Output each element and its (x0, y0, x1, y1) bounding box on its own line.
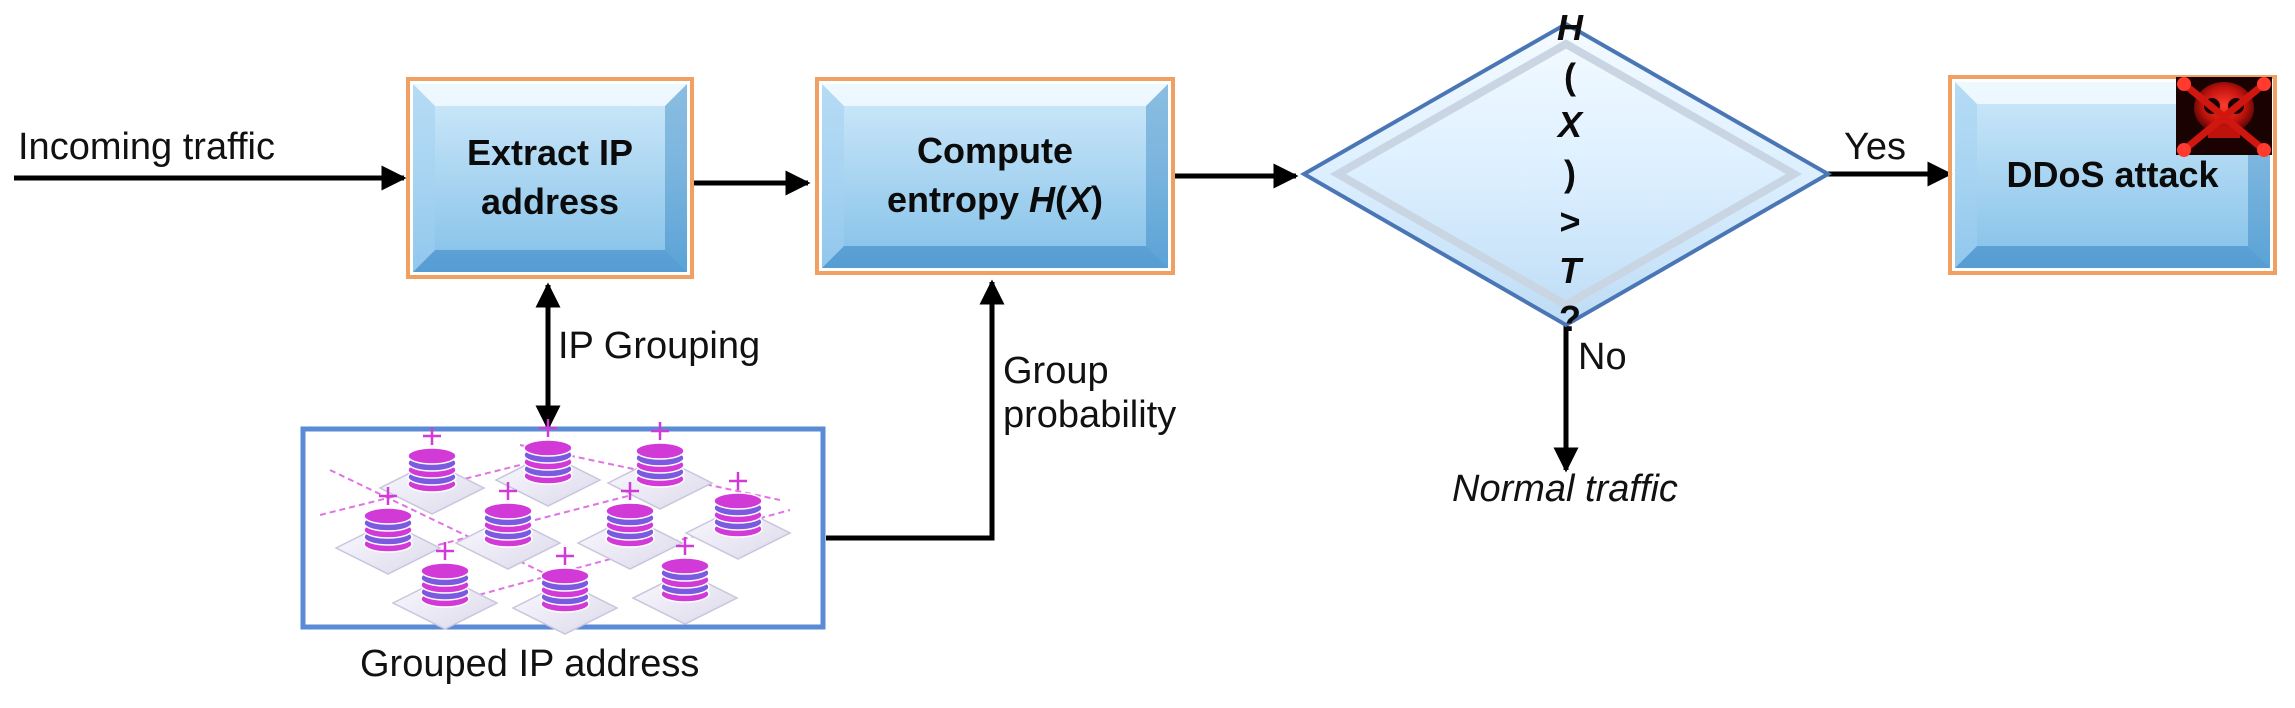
entropy-line2-prefix: entropy (886, 179, 1029, 220)
group-probability-label: Group probability (1003, 350, 1176, 437)
server-icon (378, 427, 486, 515)
compute-entropy-line2: entropy H(X) (887, 176, 1103, 225)
decision-x: X (1557, 104, 1582, 146)
server-icon (631, 537, 739, 625)
decision-close: ) (1564, 152, 1576, 194)
server-icon (576, 482, 684, 570)
grouped-ip-address-label: Grouped IP address (360, 643, 700, 685)
extract-ip-box-text: Extract IP address (435, 106, 665, 250)
ddos-attack-box (1948, 75, 2277, 275)
server-icon (606, 422, 714, 510)
ddos-attack-label: DDoS attack (2006, 153, 2219, 195)
incoming-traffic-label: Incoming traffic (18, 126, 275, 168)
grouped-ip-illustration (300, 419, 826, 635)
skull-icon (2176, 77, 2272, 157)
entropy-symbol-h: H (1029, 179, 1055, 220)
entropy-paren-open: ( (1055, 179, 1067, 220)
entropy-paren-close: ) (1091, 179, 1104, 220)
group-probability-line2: probability (1003, 393, 1177, 436)
compute-entropy-box (815, 77, 1175, 275)
compute-entropy-line1: Compute (917, 130, 1073, 172)
server-icon (511, 547, 619, 635)
decision-condition-text: H ( X) > T ? (1420, 7, 1720, 340)
normal-traffic-label: Normal traffic (1452, 468, 1678, 510)
ddos-attack-text: DDoS attack (1977, 104, 2248, 246)
decision-t: T (1559, 249, 1581, 291)
group-probability-line1: Group (1003, 350, 1109, 392)
server-icon (391, 542, 499, 630)
ip-grouping-label: IP Grouping (558, 325, 761, 367)
decision-diamond (1299, 21, 1833, 328)
entropy-symbol-x: X (1067, 179, 1092, 220)
extract-ip-box (406, 77, 694, 279)
connectors (14, 161, 1953, 541)
no-label: No (1578, 336, 1627, 378)
arrow-group-probability (826, 279, 1005, 541)
decision-h: H (1557, 6, 1583, 48)
decision-open: ( (1564, 55, 1576, 97)
yes-label: Yes (1844, 126, 1906, 168)
server-cluster (319, 419, 792, 635)
server-icon (684, 472, 792, 560)
compute-entropy-box-text: Compute entropy H(X) (844, 106, 1146, 246)
server-icon (454, 482, 562, 570)
server-icon (494, 419, 602, 507)
decision-q: ? (1559, 298, 1581, 340)
extract-ip-line2: address (480, 181, 620, 222)
server-icon (334, 487, 442, 575)
decision-gt: > (1559, 201, 1581, 243)
extract-ip-line1: Extract IP (466, 132, 634, 174)
